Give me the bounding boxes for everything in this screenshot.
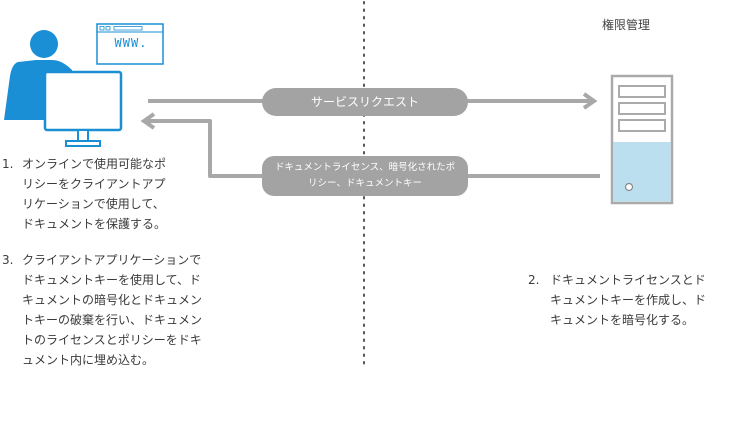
step-line: オンラインで使用可能なポ [22,157,167,171]
step-number: 3. [2,253,14,267]
browser-window-icon [96,23,164,65]
step-line: クライアントアプリケーションで [22,253,202,267]
step-line: リシーをクライアントアプ [22,177,166,191]
request-label: サービスリクエスト [310,95,419,109]
step-number: 1. [2,157,14,171]
monitor-icon [43,70,123,147]
response-label-line1: ドキュメントライセンス、暗号化されたポ [274,162,456,173]
server-icon [610,74,674,205]
step-line: トキーの破棄を行い、ドキュメン [22,313,203,327]
step-line: キュメントを暗号化する。 [550,313,695,327]
step-line: キュメントの暗号化とドキュメン [22,293,203,307]
response-label-line2: リシー、ドキュメントキー [308,178,422,189]
response-pill [262,156,468,196]
browser-url-text: WWW. [114,36,148,50]
step-line: ドキュメントを保護する。 [22,217,167,231]
step-number: 2. [528,273,540,287]
step-line: ドキュメントキーを使用して、ド [22,273,202,287]
step-line: ドキュメントライセンスとド [550,273,706,287]
server-title: 権限管理 [601,18,650,32]
step-line: ュメント内に埋め込む。 [22,353,155,367]
step-line: リケーションで使用して、 [22,197,165,211]
request-pill [262,88,468,116]
step-line: キュメントキーを作成し、ド [550,293,707,307]
step-line: トのライセンスとポリシーをドキ [22,333,202,347]
